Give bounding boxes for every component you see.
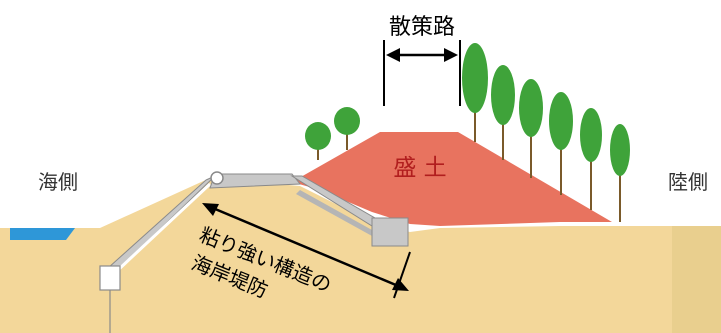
label-land-side: 陸側: [668, 170, 708, 194]
promenade-width-arrow: [383, 40, 461, 106]
poplar-3: [519, 79, 543, 137]
sea-water: [10, 228, 75, 240]
structure-extent-arrow: [202, 203, 411, 299]
label-promenade: 散策路: [389, 15, 455, 40]
label-embankment: 盛 土: [393, 155, 446, 181]
seawall-crown: [209, 173, 302, 189]
tree-round-2: [334, 107, 360, 135]
ground-sand: [0, 178, 721, 333]
poplar-6: [610, 124, 630, 176]
poplar-1: [462, 43, 488, 113]
foundation-box: [99, 265, 121, 291]
poplar-4: [549, 92, 573, 150]
parapet-cap: [210, 171, 224, 185]
poplar-5: [580, 108, 602, 162]
label-sea-side: 海側: [38, 170, 78, 194]
tree-round-1: [305, 122, 331, 150]
embankment-fill: [292, 132, 612, 226]
seawall-back-slope-lower: [296, 190, 372, 236]
trees-right: [462, 43, 630, 222]
poplar-2: [491, 65, 515, 125]
sand-texture-block: [672, 226, 721, 333]
trees-left: [305, 107, 360, 160]
seawall-toe-block: [371, 217, 409, 247]
seawall-front-inner-line: [116, 182, 212, 272]
